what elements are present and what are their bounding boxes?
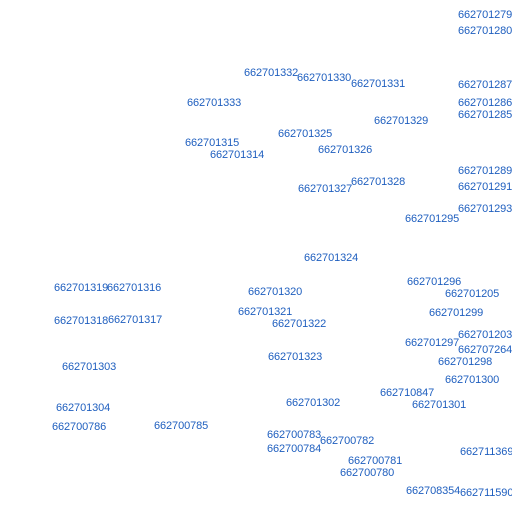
- parcel-label[interactable]: 662701327: [298, 183, 353, 195]
- parcel-label[interactable]: 662701332: [244, 67, 299, 79]
- parcel-label[interactable]: 662701326: [318, 144, 373, 156]
- parcel-label[interactable]: 662701318: [54, 315, 109, 327]
- parcel-label[interactable]: 662701286: [458, 97, 512, 109]
- parcel-label[interactable]: 662701295: [405, 213, 460, 225]
- parcel-label[interactable]: 662701280: [458, 25, 512, 37]
- parcel-label[interactable]: 662701291: [458, 181, 512, 193]
- parcel-label[interactable]: 662701287: [458, 79, 512, 91]
- parcel-label[interactable]: 662701325: [278, 128, 333, 140]
- parcel-label[interactable]: 662710847: [380, 387, 435, 399]
- parcel-label[interactable]: 662701333: [187, 97, 242, 109]
- parcel-label[interactable]: 662701205: [445, 288, 500, 300]
- parcel-label[interactable]: 662701293: [458, 203, 512, 215]
- parcel-label[interactable]: 662701316: [107, 282, 162, 294]
- parcel-label[interactable]: 662701285: [458, 109, 512, 121]
- parcel-label[interactable]: 662701304: [56, 402, 111, 414]
- parcel-label[interactable]: 662701315: [185, 137, 240, 149]
- parcel-label[interactable]: 662700784: [267, 443, 322, 455]
- parcel-label[interactable]: 662701279: [458, 9, 512, 21]
- parcel-label[interactable]: 662701314: [210, 149, 265, 161]
- parcel-label[interactable]: 662701302: [286, 397, 341, 409]
- parcel-label[interactable]: 662701331: [351, 78, 406, 90]
- parcel-label[interactable]: 662701300: [445, 374, 500, 386]
- parcel-label[interactable]: 662711590: [460, 487, 512, 499]
- parcel-label[interactable]: 662701324: [304, 252, 359, 264]
- parcel-label[interactable]: 662701319: [54, 282, 109, 294]
- parcel-label[interactable]: 662701330: [297, 72, 352, 84]
- parcel-label[interactable]: 662701297: [405, 337, 460, 349]
- parcel-label[interactable]: 662701323: [268, 351, 323, 363]
- parcel-label[interactable]: 662701321: [238, 306, 293, 318]
- parcel-label[interactable]: 662701203: [458, 329, 512, 341]
- parcel-label[interactable]: 662700783: [267, 429, 322, 441]
- parcel-label[interactable]: 662700785: [154, 420, 209, 432]
- parcel-label[interactable]: 662701328: [351, 176, 406, 188]
- parcel-label[interactable]: 662701298: [438, 356, 493, 368]
- parcel-label[interactable]: 662701329: [374, 115, 429, 127]
- parcel-label[interactable]: 662711369: [460, 446, 512, 458]
- parcel-label[interactable]: 662701317: [108, 314, 163, 326]
- parcel-label[interactable]: 662700780: [340, 467, 395, 479]
- parcel-label[interactable]: 662700786: [52, 421, 107, 433]
- parcel-label[interactable]: 662701296: [407, 276, 462, 288]
- parcel-label[interactable]: 662701303: [62, 361, 117, 373]
- parcel-label[interactable]: 662701289: [458, 165, 512, 177]
- parcel-label[interactable]: 662701320: [248, 286, 303, 298]
- parcel-label[interactable]: 662701299: [429, 307, 484, 319]
- parcel-label[interactable]: 662700782: [320, 435, 375, 447]
- parcel-label[interactable]: 662700781: [348, 455, 403, 467]
- parcel-label[interactable]: 662701301: [412, 399, 467, 411]
- parcel-label[interactable]: 662701322: [272, 318, 327, 330]
- parcel-label[interactable]: 662708354: [406, 485, 461, 497]
- parcel-label[interactable]: 662707264: [458, 344, 512, 356]
